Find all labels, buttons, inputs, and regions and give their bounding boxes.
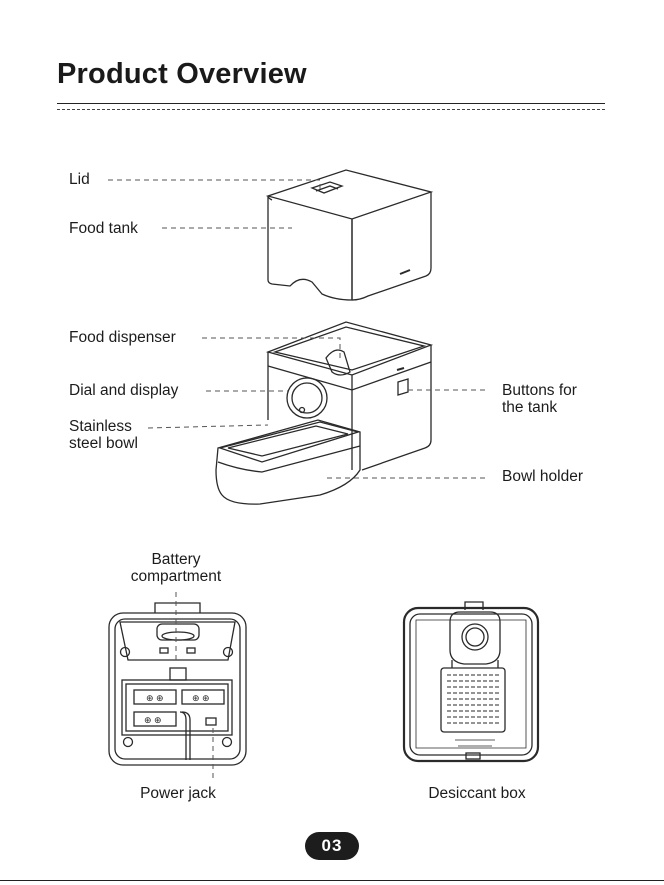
food-tank-label: Food tank: [69, 220, 138, 237]
food-tank-drawing: [268, 170, 431, 300]
stainless-steel-bowl-label: Stainless steel bowl: [69, 418, 138, 452]
feeder-base-drawing: [216, 322, 431, 504]
battery-compartment-label: Battery compartment: [110, 551, 242, 585]
food-dispenser-label: Food dispenser: [69, 329, 176, 346]
bowl-holder-label: Bowl holder: [502, 468, 583, 485]
svg-text:⊕ ⊕: ⊕ ⊕: [146, 693, 164, 703]
lid-label: Lid: [69, 171, 90, 188]
underside-battery-drawing: ⊕ ⊕ ⊕ ⊕ ⊕ ⊕: [109, 603, 246, 765]
svg-text:⊕ ⊕: ⊕ ⊕: [144, 715, 162, 725]
buttons-for-tank-label: Buttons for the tank: [502, 382, 577, 416]
dial-and-display-label: Dial and display: [69, 382, 178, 399]
page-number-badge: 03: [305, 832, 359, 860]
desiccant-box-label: Desiccant box: [405, 785, 549, 802]
bottom-edge-line: [0, 880, 664, 881]
power-jack-label: Power jack: [118, 785, 238, 802]
back-desiccant-drawing: [404, 602, 538, 761]
svg-text:⊕ ⊕: ⊕ ⊕: [192, 693, 210, 703]
